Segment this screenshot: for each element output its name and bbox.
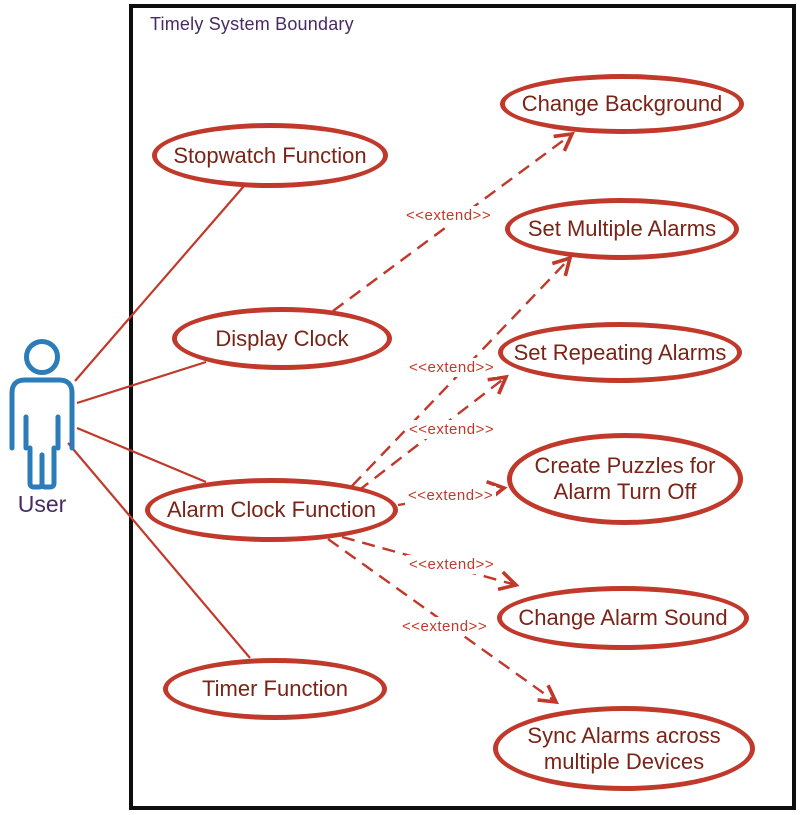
system-boundary-box (129, 4, 796, 810)
usecase-label: Display Clock (215, 325, 349, 351)
extend-label: <<extend>> (399, 617, 491, 636)
usecase-display-clock: Display Clock (172, 307, 392, 370)
usecase-sync-alarms: Sync Alarms across multiple Devices (493, 706, 755, 791)
usecase-label: Alarm Clock Function (166, 497, 377, 523)
system-boundary-title: Timely System Boundary (150, 14, 354, 34)
usecase-label: Create Puzzles for Alarm Turn Off (534, 453, 716, 504)
usecase-create-puzzles: Create Puzzles for Alarm Turn Off (507, 433, 743, 525)
extend-label: <<extend>> (406, 358, 498, 377)
usecase-set-multiple-alarms: Set Multiple Alarms (505, 198, 739, 260)
usecase-change-background: Change Background (500, 74, 744, 134)
usecase-label: Sync Alarms across multiple Devices (527, 722, 721, 774)
usecase-label: Set Repeating Alarms (513, 339, 727, 365)
extend-label: <<extend>> (406, 420, 498, 439)
usecase-change-alarm-sound: Change Alarm Sound (497, 586, 749, 650)
usecase-alarm-clock-function: Alarm Clock Function (145, 478, 398, 542)
usecase-label: Timer Function (202, 676, 348, 702)
extend-label: <<extend>> (406, 555, 498, 574)
usecase-label: Change Alarm Sound (518, 605, 728, 631)
usecase-set-repeating-alarms: Set Repeating Alarms (498, 322, 742, 383)
extend-label: <<extend>> (403, 206, 495, 225)
usecase-label: Stopwatch Function (173, 142, 367, 168)
actor-label: User (17, 491, 67, 517)
usecase-label: Change Background (521, 91, 723, 117)
user-actor-icon (9, 339, 75, 490)
usecase-timer-function: Timer Function (163, 658, 387, 720)
usecase-label: Set Multiple Alarms (527, 216, 717, 242)
usecase-stopwatch-function: Stopwatch Function (152, 123, 388, 188)
extend-label: <<extend>> (405, 486, 497, 505)
